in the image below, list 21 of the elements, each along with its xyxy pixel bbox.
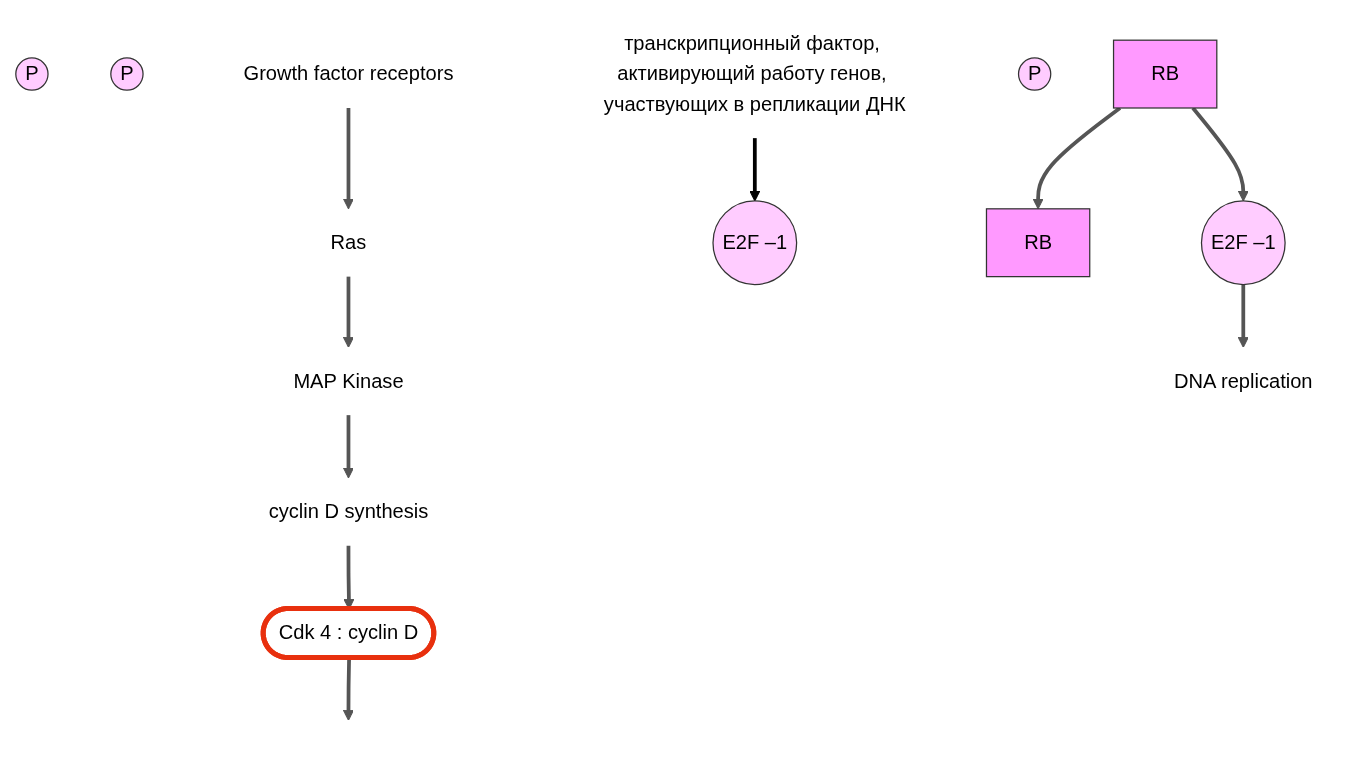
arrow <box>342 276 354 348</box>
arrow <box>1237 284 1249 348</box>
node-circle: E2F –1 <box>712 200 798 286</box>
node-text: MAP Kinase <box>293 369 404 392</box>
arrow <box>1032 106 1122 210</box>
arrow <box>342 658 354 721</box>
node-box: RB <box>1112 39 1218 109</box>
node-text: DNA replication <box>1174 369 1313 392</box>
node-text: cyclin D synthesis <box>268 500 429 522</box>
arrow <box>1191 106 1249 202</box>
node-text: Ras <box>330 231 367 253</box>
node-text: Growth factor receptors <box>243 62 454 85</box>
node-circle: P <box>15 57 49 91</box>
node-box: RB <box>985 208 1091 278</box>
node-circle: P <box>110 57 144 91</box>
arrow <box>749 138 761 202</box>
node-circle: P <box>1017 57 1052 91</box>
arrow <box>342 415 354 479</box>
node-text: транскрипционный фактор, активирующий работу генов, участвующих в репликации ДНК <box>603 32 906 115</box>
node-circle: E2F –1 <box>1200 200 1286 286</box>
arrow <box>342 108 354 210</box>
